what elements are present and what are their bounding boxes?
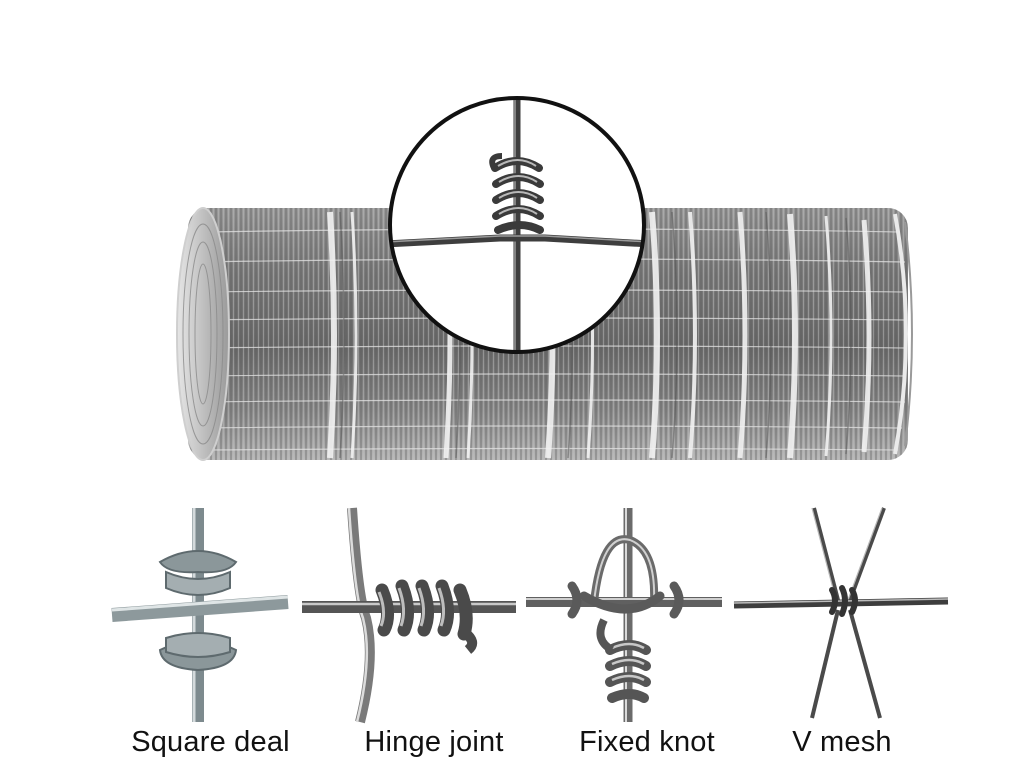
hinge-joint-knot-icon	[302, 507, 516, 724]
knot-hinge-joint	[300, 500, 518, 725]
fixed-knot-icon	[526, 508, 722, 722]
knot-label-square-deal: Square deal	[131, 726, 290, 758]
knot-label-hinge-joint: Hinge joint	[364, 726, 504, 758]
square-deal-knot-icon	[111, 508, 289, 722]
knot-square-deal	[108, 500, 293, 725]
knot-v-mesh	[732, 500, 950, 725]
knot-fixed	[524, 500, 724, 725]
knot-label-v-mesh: V mesh	[792, 726, 892, 758]
knot-zoom-inset	[388, 96, 646, 354]
v-mesh-knot-icon	[733, 507, 949, 719]
knot-label-fixed-knot: Fixed knot	[579, 726, 715, 758]
